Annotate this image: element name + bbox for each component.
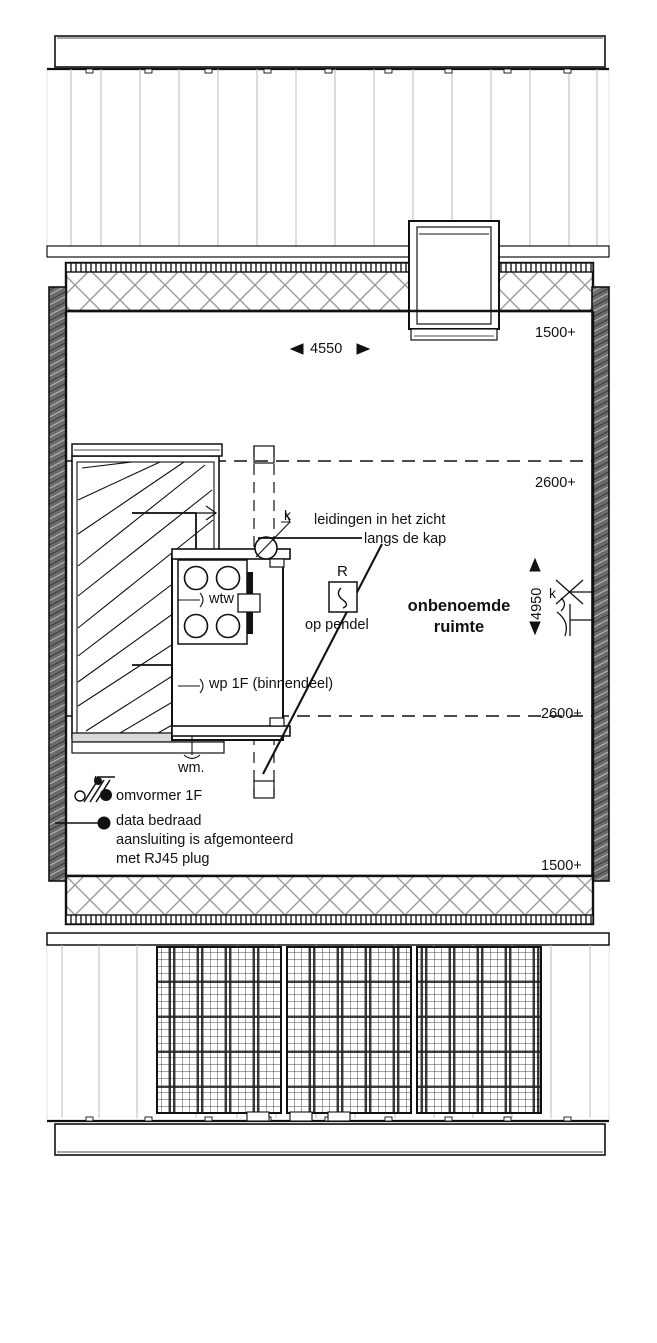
heat-pump-leader [178,678,204,694]
height-label-bottom-eave: 1500+ [541,858,582,874]
heat-pump-label: wp 1F (binnendeel) [209,676,334,692]
room-name-line2: ruimte [433,618,485,636]
inverter-label: omvormer 1F [116,788,203,804]
left-structural-wall [48,286,67,882]
rafter-label-left: k [284,507,291,523]
pipes-note-line1: leidingen in het zicht [314,512,446,528]
dimension-depth-arrow [529,557,541,636]
dimension-width-value: 4550 [310,341,343,357]
data-note-line3: met RJ45 plug [116,851,210,867]
rafter-label-right: k [549,585,556,601]
pipes-note-line2: langs de kap [364,531,447,547]
radiator-symbol-box [328,581,358,613]
washing-machine-leader [183,736,201,760]
pipe-penetration-circle [254,512,291,560]
roof-slope-line [262,543,383,775]
stair-direction-arrow [132,505,218,521]
dormer-window [408,220,500,341]
height-label-upper-knee: 2600+ [535,475,576,491]
dimension-depth-value: 4950 [529,587,545,620]
lower-facade [46,932,610,1156]
right-structural-wall [591,286,610,882]
wtw-label: wtw [209,591,234,607]
washing-machine-label: wm. [178,760,205,776]
technical-shaft-box [171,548,291,741]
balcony-railing-panels [156,946,542,1114]
data-note-line1: data bedraad [116,813,202,829]
inverter-symbol [74,775,115,803]
height-label-lower-knee: 2600+ [541,706,582,722]
height-label-top-eave: 1500+ [535,325,576,341]
bottom-cavity-wall [64,874,595,926]
top-cavity-wall [64,261,595,313]
roof-top-band [46,35,610,258]
room-name-line1: onbenoemde [407,597,511,615]
rafter-symbol-right [555,579,593,637]
dimension-width-arrow [289,343,371,355]
wtw-unit [177,559,261,645]
radiator-symbol-label: R [337,563,348,580]
radiator-note-label: op pendel [305,617,369,633]
data-outlet-symbol [55,816,111,830]
data-note-line2: aansluiting is afgemonteerd [116,832,294,848]
